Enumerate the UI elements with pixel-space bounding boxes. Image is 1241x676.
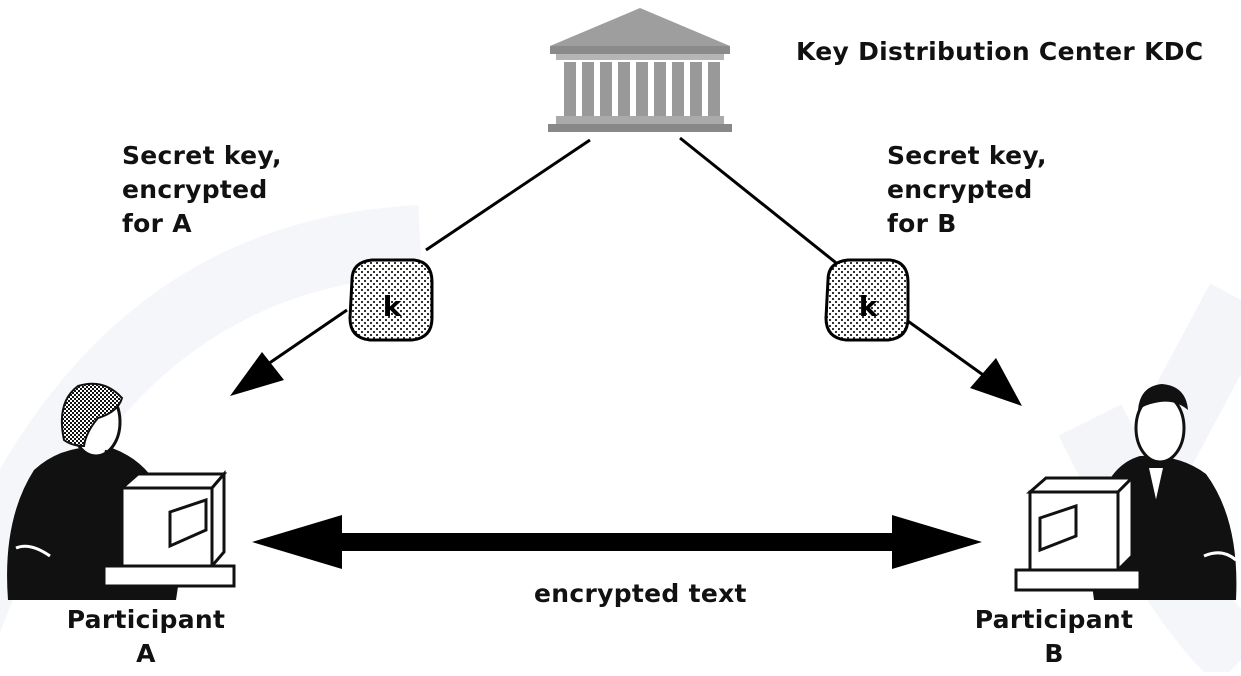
kdc-label: Key Distribution Center KDC	[796, 37, 1204, 66]
arrowhead-to-a	[230, 352, 284, 396]
link-kdc-to-b-lower	[897, 312, 987, 379]
participant-a-label: Participant A	[56, 603, 236, 671]
participant-b-icon	[1014, 384, 1237, 600]
link-kdc-to-b-upper	[679, 136, 841, 268]
channel-label: encrypted text	[534, 579, 747, 608]
link-kdc-to-a-upper	[425, 138, 591, 252]
key-b-caption-line-2: encrypted	[887, 175, 1033, 204]
key-a-caption: Secret key, encrypted for A	[122, 139, 282, 241]
bank-building-icon	[548, 8, 732, 132]
key-token-b-letter: k	[859, 290, 879, 323]
key-token-a	[348, 258, 434, 342]
key-a-caption-line-3: for A	[122, 209, 192, 238]
key-a-caption-line-2: encrypted	[122, 175, 268, 204]
participant-a-label-line-1: Participant	[66, 605, 226, 634]
key-token-a-letter: k	[383, 290, 403, 323]
key-token-b	[824, 258, 910, 342]
link-kdc-to-a-lower	[267, 308, 348, 366]
key-b-caption-line-1: Secret key,	[887, 141, 1047, 170]
encrypted-channel-arrow	[252, 515, 982, 569]
key-distribution-links	[267, 136, 987, 379]
key-b-caption-line-3: for B	[887, 209, 957, 238]
arrowhead-to-b	[970, 358, 1022, 406]
participant-b-label: Participant B	[964, 603, 1144, 671]
participant-a-icon	[7, 382, 236, 600]
key-b-caption: Secret key, encrypted for B	[887, 139, 1047, 241]
participant-b-label-line-2: B	[1044, 639, 1064, 668]
participant-b-label-line-1: Participant	[974, 605, 1134, 634]
key-a-caption-line-1: Secret key,	[122, 141, 282, 170]
participant-a-label-line-2: A	[136, 639, 156, 668]
